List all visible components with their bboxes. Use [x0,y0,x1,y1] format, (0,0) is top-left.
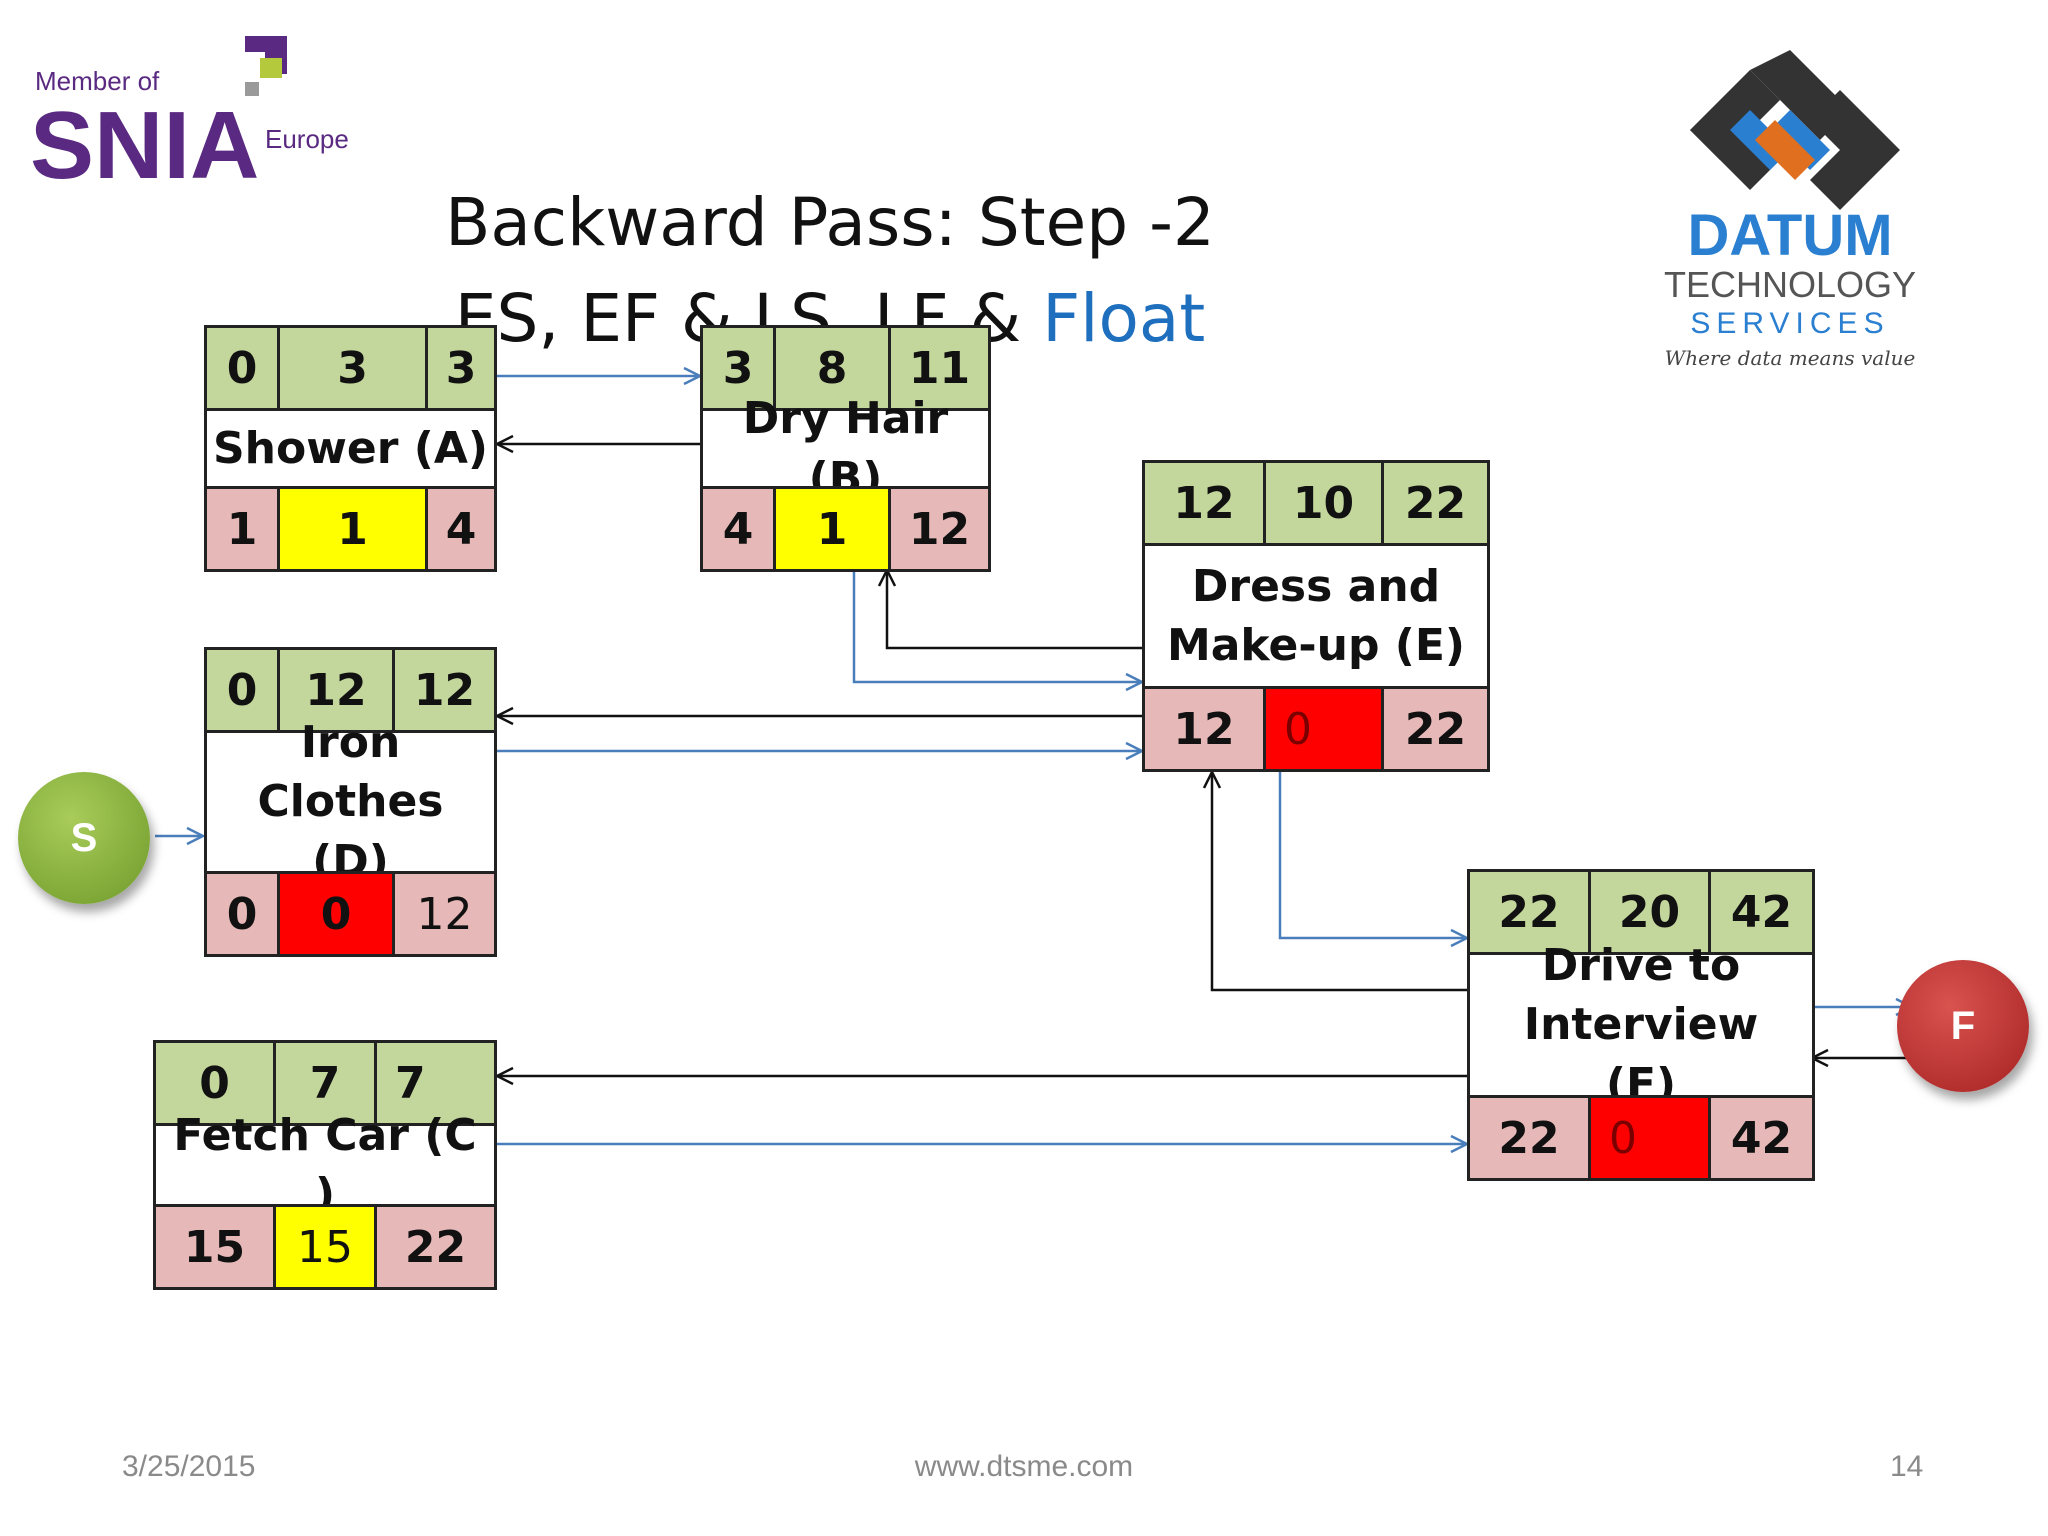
svg-text:SNIA: SNIA [30,92,259,190]
activity-node-f: 22 20 42 Drive to Interview (F) 22 0 42 [1467,869,1815,1181]
duration-cell: 7 [276,1043,377,1123]
activity-node-e: 12 10 22 Dress and Make-up (E) 12 0 22 [1142,460,1490,772]
duration-cell: 10 [1266,463,1384,543]
ef-cell: 11 [891,328,988,408]
activity-name: Shower (A) [212,422,489,474]
ef-cell: 42 [1711,872,1812,952]
activity-name: Fetch Car (C ) [173,1109,477,1220]
datum-technology-logo: DATUM TECHNOLOGY SERVICES Where data mea… [1650,50,1930,380]
ef-cell: 7 [377,1043,494,1123]
activity-node-b: 3 8 11 Dry Hair (B) 4 1 12 [700,325,991,572]
duration-cell: 20 [1591,872,1711,952]
duration-cell: 8 [776,328,891,408]
svg-text:SERVICES: SERVICES [1690,307,1889,340]
arrow-f-back-to-e [1212,772,1467,992]
activity-node-a: 0 3 3 Shower (A) 1 1 4 [204,325,497,572]
lf-cell: 42 [1711,1098,1812,1178]
float-cell: 0 [280,874,395,954]
es-cell: 3 [703,328,776,408]
footer-url: www.dtsme.com [914,1450,1134,1483]
arrow-e-to-f [1278,772,1467,938]
float-cell: 15 [276,1207,377,1287]
ls-cell: 1 [207,489,280,569]
lf-cell: 22 [377,1207,494,1287]
lf-cell: 22 [1384,689,1487,769]
es-cell: 0 [207,328,280,408]
ef-cell: 3 [428,328,494,408]
footer-page-number: 14 [1890,1450,1924,1483]
lf-cell: 12 [891,489,988,569]
duration-cell: 12 [280,650,395,730]
svg-text:TECHNOLOGY: TECHNOLOGY [1664,264,1916,305]
title-accent-float: Float [1042,280,1206,357]
svg-text:Where data means value: Where data means value [1665,346,1916,370]
svg-text:DATUM: DATUM [1687,203,1892,268]
activity-name: Iron Clothes (D) [257,716,444,887]
activity-name: Drive to Interview (F) [1523,939,1759,1110]
svg-text:Member of: Member of [35,66,160,96]
ls-cell: 22 [1470,1098,1591,1178]
snia-europe-logo: Member of SNIA Europe [30,30,350,199]
es-cell: 0 [156,1043,276,1123]
arrow-b-to-e [852,572,1142,682]
activity-node-c: 0 7 7 Fetch Car (C ) 15 15 22 [153,1040,497,1290]
ls-cell: 15 [156,1207,276,1287]
activity-name: Dry Hair (B) [742,393,949,504]
start-node: S [18,772,150,904]
lf-cell: 4 [428,489,494,569]
float-cell: 1 [280,489,428,569]
lf-cell: 12 [395,874,494,954]
float-cell: 1 [776,489,891,569]
activity-node-d: 0 12 12 Iron Clothes (D) 0 0 12 [204,647,497,957]
ls-cell: 4 [703,489,776,569]
arrow-e-back-to-b [887,570,1142,650]
finish-node: F [1897,960,2029,1092]
activity-name: Dress and Make-up (E) [1166,560,1466,671]
duration-cell: 3 [280,328,428,408]
ef-cell: 22 [1384,463,1487,543]
float-cell: 0 [1266,689,1384,769]
ls-cell: 12 [1145,689,1266,769]
svg-text:Europe: Europe [265,124,349,154]
es-cell: 12 [1145,463,1266,543]
slide-title-line-1: Backward Pass: Step -2 [445,184,1215,261]
es-cell: 22 [1470,872,1591,952]
footer-date: 3/25/2015 [122,1450,256,1483]
float-cell: 0 [1591,1098,1711,1178]
ls-cell: 0 [207,874,280,954]
es-cell: 0 [207,650,280,730]
ef-cell: 12 [395,650,494,730]
